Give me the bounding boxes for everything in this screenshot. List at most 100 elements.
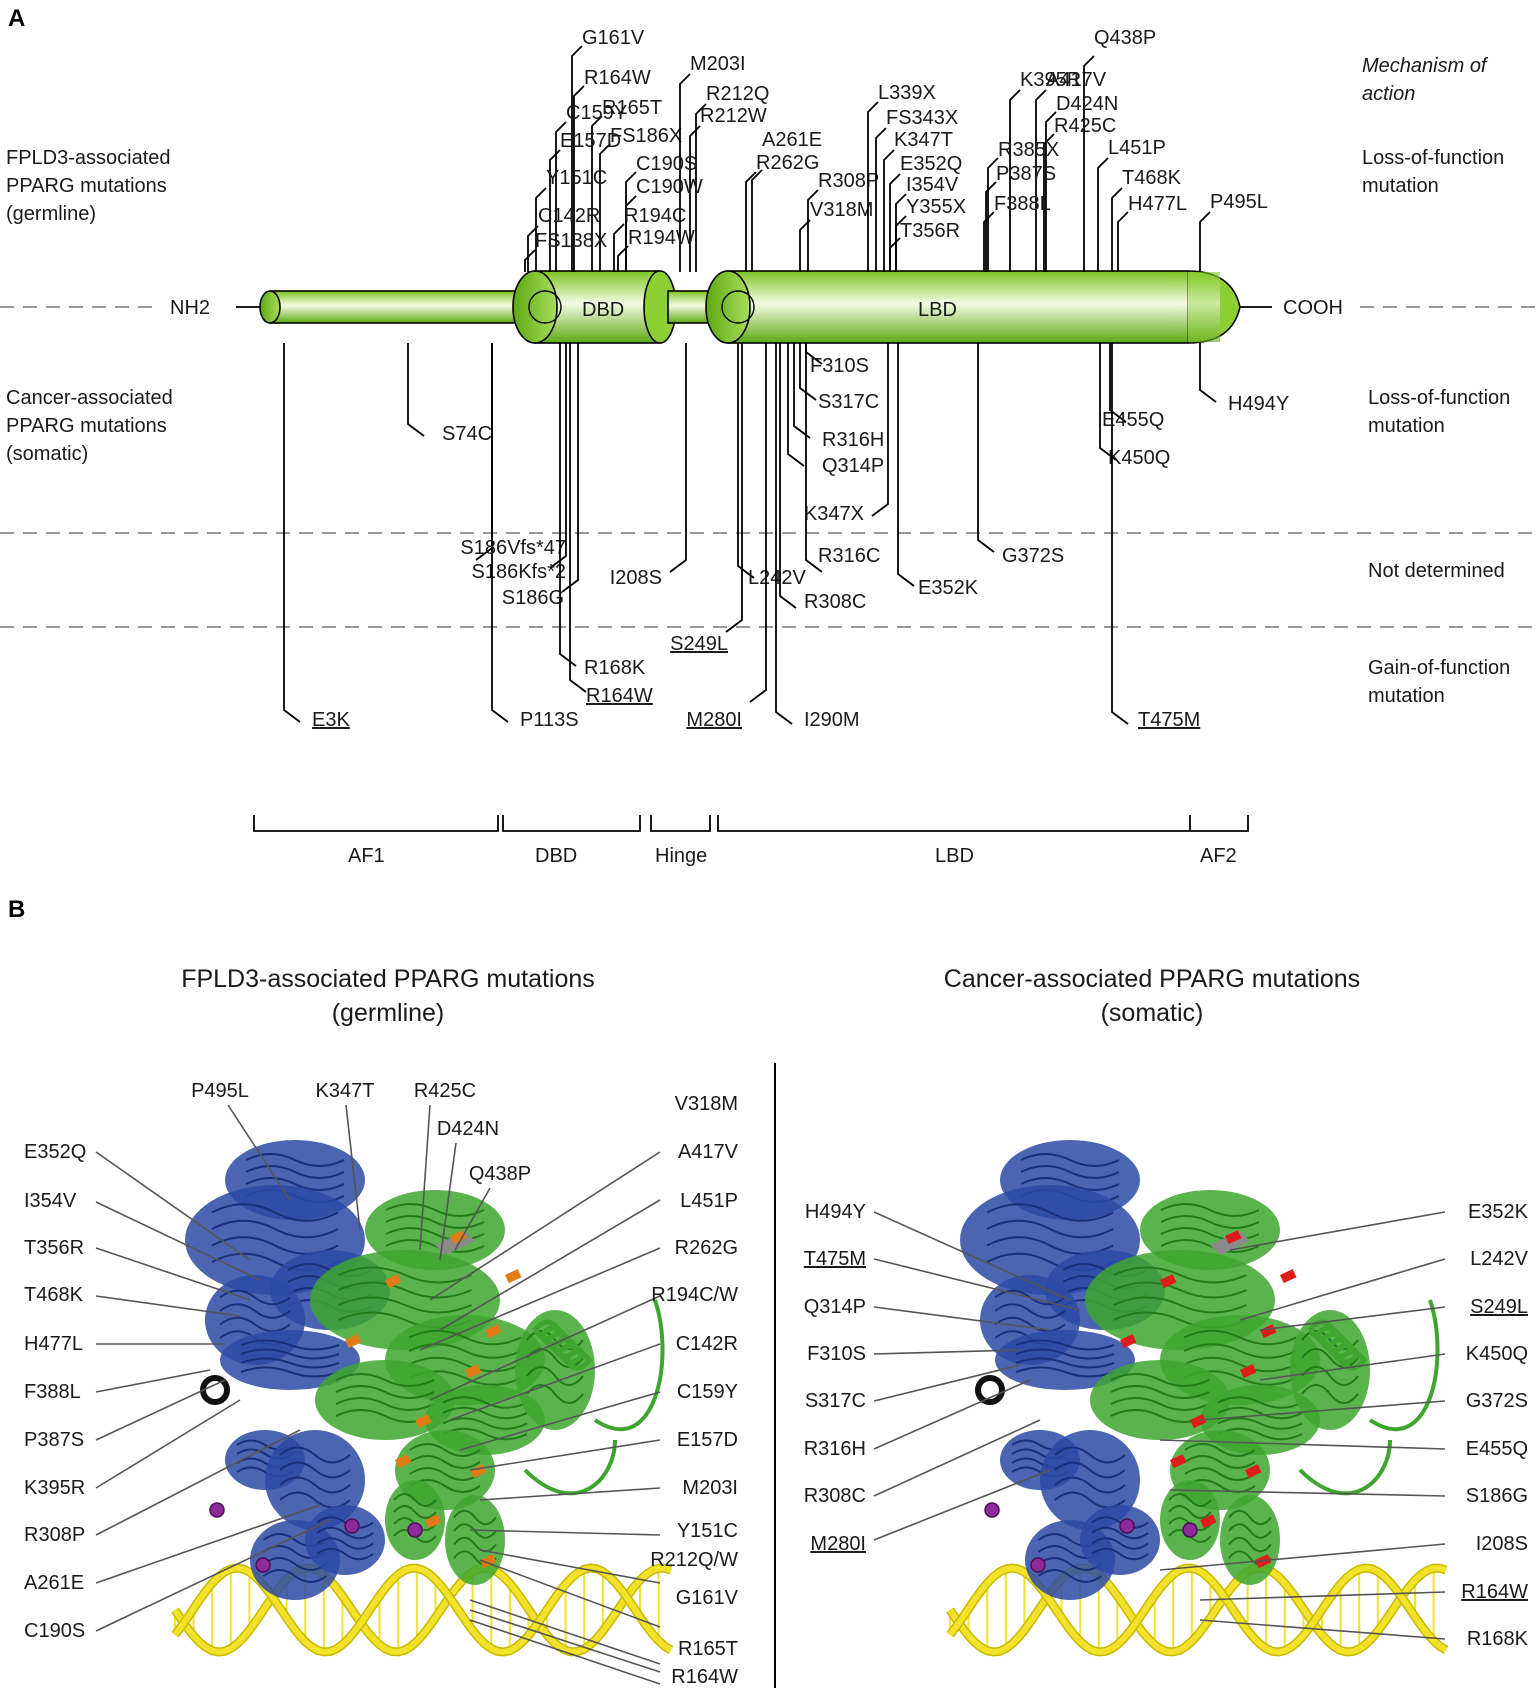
leader-c142r — [459, 1391, 661, 1451]
green-helices — [1085, 1190, 1440, 1585]
leader-r425c — [419, 1104, 431, 1251]
somatic-label-e352k: E352K — [918, 577, 979, 599]
germline-mutation-c190w: C190W — [625, 176, 703, 272]
germline-mutation-fs138x: FS138X — [524, 230, 607, 272]
leader-l451p — [419, 1247, 661, 1351]
germline-label-c159y: C159Y — [566, 102, 627, 124]
structure-label-d424n: D424N — [437, 1118, 499, 1140]
structure-label-g372s: G372S — [1466, 1390, 1528, 1412]
somatic-mutation-r308c: R308C — [779, 343, 866, 613]
germline-label-i354v: I354V — [906, 174, 959, 196]
structure-label-r168k: R168K — [1467, 1628, 1529, 1650]
somatic-mutation-g372s: G372S — [977, 343, 1064, 567]
protein-schematic: NH2 COOH DBD LBD — [170, 270, 1343, 344]
structure-label-g161v: G161V — [676, 1587, 739, 1609]
leader-q314p — [873, 1306, 1051, 1331]
structure-label-s249l: S249L — [1470, 1296, 1528, 1318]
leader-k450q — [1259, 1353, 1446, 1381]
germline-label-c190w: C190W — [636, 176, 703, 198]
somatic-label-s186vfs-47: S186Vfs*47 — [460, 537, 566, 559]
germline-label-k347t: K347T — [894, 129, 953, 151]
germline-label-r308p: R308P — [818, 170, 879, 192]
germline-mutation-l451p: L451P — [1097, 137, 1166, 272]
germline-label-p495l: P495L — [1210, 191, 1268, 213]
structure-label-c159y: C159Y — [677, 1381, 738, 1403]
somatic-label-q314p: Q314P — [822, 455, 884, 477]
somatic-mutation-k450q: K450Q — [1099, 343, 1170, 469]
dna-helix — [946, 1563, 1449, 1657]
structure-label-k347t: K347T — [316, 1080, 375, 1102]
svg-text:mutation: mutation — [1368, 685, 1445, 707]
structure-label-r308c: R308C — [804, 1485, 866, 1507]
germline-label-fs186x: FS186X — [610, 125, 682, 147]
leader-s317c — [873, 1364, 1021, 1402]
germline-mutation-group: G161VR164WR165TFS186XC159YE157DY151CC142… — [524, 27, 1268, 272]
structure-label-l451p: L451P — [680, 1190, 738, 1212]
mechanism-header: Mechanism of action — [1362, 55, 1489, 105]
germline-mutation-p495l: P495L — [1199, 191, 1268, 272]
germline-label-e157d: E157D — [560, 130, 621, 152]
germline-label-q438p: Q438P — [1094, 27, 1156, 49]
germline-mutation-r425c: R425C — [1043, 115, 1116, 272]
somatic-mutation-s74c: S74C — [407, 343, 492, 445]
leader-a261e — [95, 1504, 321, 1584]
somatic-mutation-k347x: K347X — [804, 343, 889, 525]
leader-r164w — [1199, 1591, 1446, 1601]
svg-text:PPARG mutations: PPARG mutations — [6, 175, 167, 197]
bracket-af2: AF2 — [1200, 845, 1237, 867]
panel-a-label: A — [8, 5, 25, 32]
germline-mutation-h477l: H477L — [1117, 193, 1187, 272]
structure-label-e157d: E157D — [677, 1429, 738, 1451]
bracket-lbd: LBD — [935, 845, 974, 867]
structure-label-q314p: Q314P — [804, 1296, 866, 1318]
bracket-hinge: Hinge — [655, 845, 707, 867]
germline-mutation-r194w: R194W — [617, 227, 695, 272]
somatic-mutation-i290m: I290M — [775, 343, 860, 731]
structure-label-h494y: H494Y — [805, 1201, 866, 1223]
germline-label-v318m: V318M — [810, 199, 873, 221]
svg-text:PPARG mutations: PPARG mutations — [6, 415, 167, 437]
structure-label-c142r: C142R — [676, 1333, 738, 1355]
blue-helices — [960, 1140, 1165, 1600]
svg-text:(somatic): (somatic) — [6, 443, 88, 465]
germline-mutation-k347t: K347T — [883, 129, 953, 272]
structure-label-e352k: E352K — [1468, 1201, 1529, 1223]
somatic-label-s249l: S249L — [670, 633, 728, 655]
svg-text:(germline): (germline) — [332, 999, 445, 1027]
lbd-label: LBD — [918, 299, 957, 321]
leader-i208s — [1159, 1543, 1446, 1571]
svg-text:Loss-of-function: Loss-of-function — [1362, 147, 1504, 169]
germline-label-r165t: R165T — [602, 97, 662, 119]
somatic-label-t475m: T475M — [1138, 709, 1200, 731]
somatic-label-s186kfs-2: S186Kfs*2 — [471, 561, 566, 583]
structure-label-s317c: S317C — [805, 1390, 866, 1412]
somatic-label-s74c: S74C — [442, 423, 492, 445]
structure-label-h477l: H477L — [24, 1333, 83, 1355]
somatic-mutation-s186vfs-47: S186Vfs*47 — [460, 343, 566, 561]
germline-mutation-r385x: R385X — [987, 139, 1059, 272]
structure-label-r164w: R164W — [671, 1666, 738, 1688]
leader-t475m — [873, 1258, 1081, 1311]
germline-label-y355x: Y355X — [906, 196, 966, 218]
somatic-label-e3k: E3K — [312, 709, 350, 731]
svg-text:Cancer-associated PPARG mutati: Cancer-associated PPARG mutations — [944, 965, 1360, 993]
structure-label-e455q: E455Q — [1466, 1438, 1528, 1460]
germline-label-fs343x: FS343X — [886, 107, 958, 129]
leader-m203i — [469, 1529, 661, 1536]
right-protein-structure — [946, 1140, 1449, 1657]
mutation-highlights — [345, 1230, 522, 1569]
germline-mutation-m203i: M203I — [679, 53, 746, 272]
leader-r212q-w — [479, 1559, 661, 1628]
germline-mutation-t468k: T468K — [1111, 167, 1182, 272]
somatic-label-l242v: L242V — [748, 567, 806, 589]
germline-mutation-y355x: Y355X — [895, 196, 966, 272]
somatic-mutation-e352k: E352K — [897, 343, 979, 599]
germline-mutation-r165t: R165T — [591, 97, 662, 272]
svg-text:Cancer-associated: Cancer-associated — [6, 387, 173, 409]
leader-p495l — [227, 1104, 291, 1201]
leader-g372s — [1199, 1400, 1446, 1421]
mechanism-gof: Gain-of-function mutation — [1368, 657, 1510, 707]
structure-label-r165t: R165T — [678, 1638, 738, 1660]
somatic-label-m280i: M280I — [686, 709, 742, 731]
germline-label-r164w: R164W — [584, 67, 651, 89]
